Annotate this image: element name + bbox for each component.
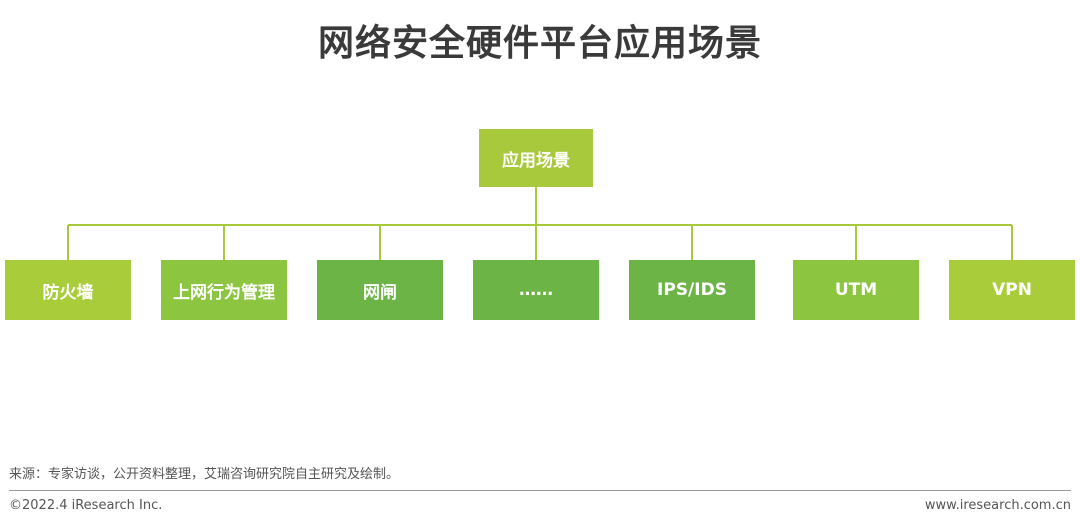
copyright-text: ©2022.4 iResearch Inc. — [9, 498, 163, 513]
page-title: 网络安全硬件平台应用场景 — [317, 23, 762, 64]
website-link[interactable]: www.iresearch.com.cn — [924, 498, 1071, 513]
node-vpn: VPN — [949, 260, 1075, 320]
node-internet-behavior: 上网行为管理 — [161, 260, 287, 320]
node-ips-ids: IPS/IDS — [629, 260, 755, 320]
node-utm: UTM — [793, 260, 919, 320]
root-node: 应用场景 — [479, 129, 593, 187]
node-gatekeeper: 网闸 — [317, 260, 443, 320]
source-note: 来源：专家访谈，公开资料整理，艾瑞咨询研究院自主研究及绘制。 — [9, 467, 400, 482]
node-firewall: 防火墙 — [5, 260, 131, 320]
node-ellipsis: …… — [473, 260, 599, 320]
footer-divider — [9, 490, 1071, 491]
